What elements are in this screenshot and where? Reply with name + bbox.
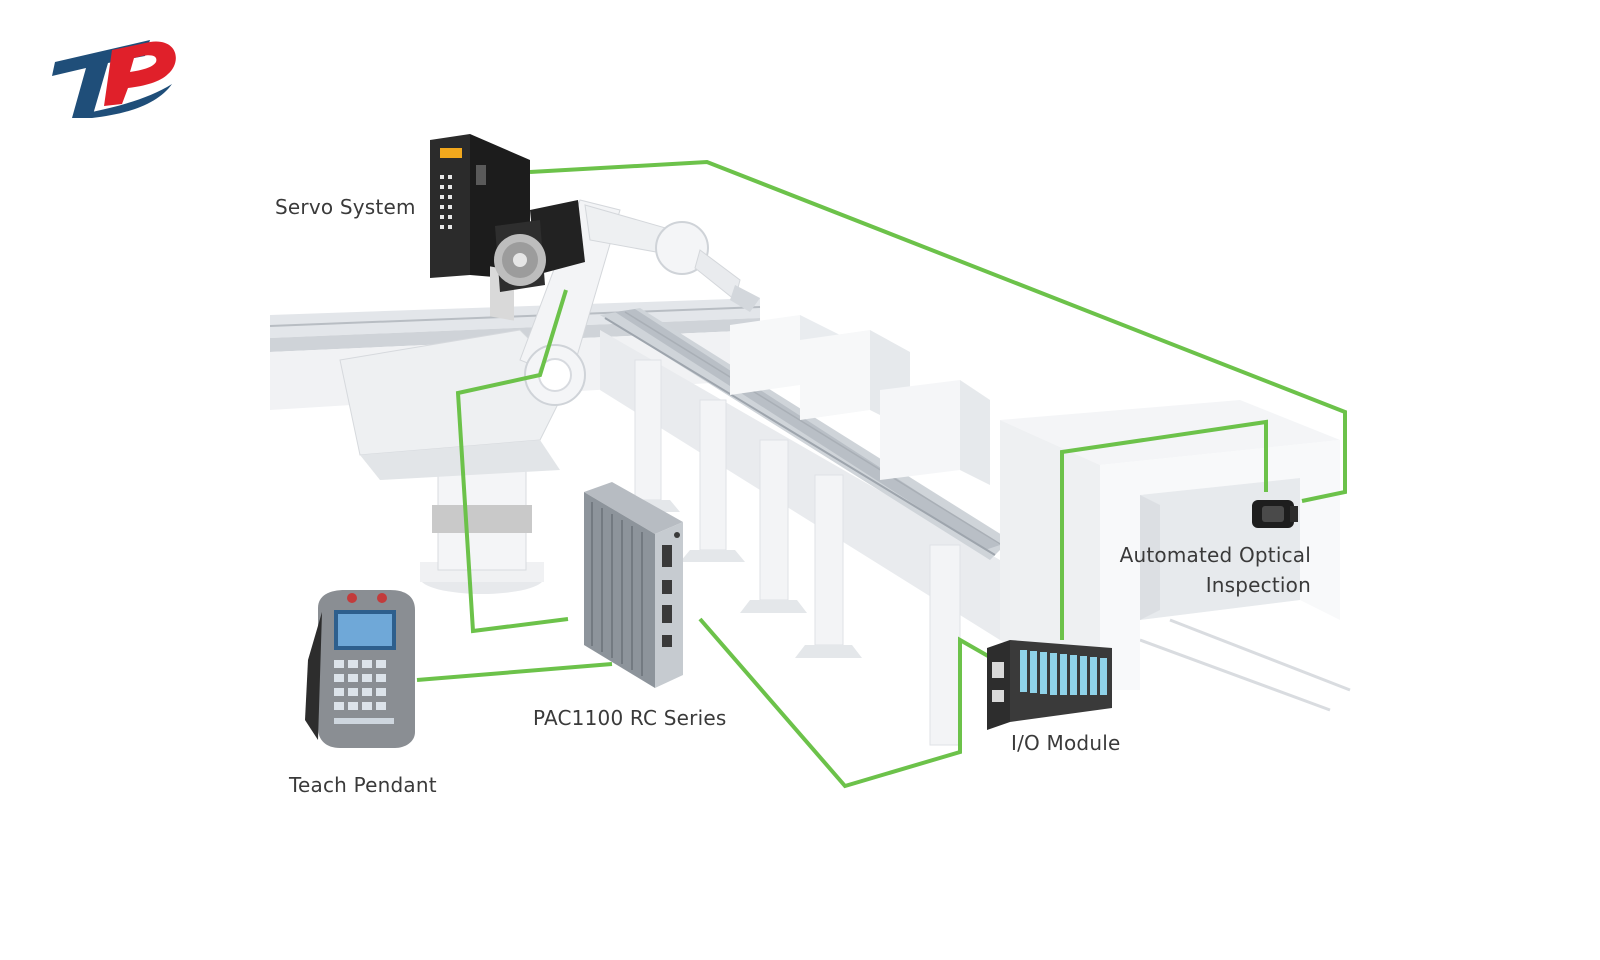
aoi-label: Automated Optical Inspection — [1098, 540, 1311, 600]
link-servo-pac — [455, 289, 569, 634]
logo-icon — [52, 40, 176, 118]
pac-controller-label: PAC1100 RC Series — [533, 706, 727, 730]
link-teach-pac — [416, 662, 613, 682]
io-module-icon — [987, 640, 1112, 730]
link-servo-aoi — [529, 159, 1347, 503]
aoi-label-line2: Inspection — [1205, 573, 1311, 597]
camera-icon — [1252, 500, 1298, 528]
aoi-tunnel — [1000, 400, 1340, 690]
pac-controller-icon — [584, 482, 683, 688]
teach-pendant-icon — [305, 590, 415, 748]
connection-lines — [416, 159, 1347, 789]
conveyor-icon — [600, 308, 1351, 746]
io-module-label: I/O Module — [1011, 731, 1121, 755]
teach-pendant-label: Teach Pendant — [289, 773, 437, 797]
servo-motor-icon — [494, 200, 585, 292]
link-io-aoi — [1060, 419, 1268, 640]
robot-arm-icon — [339, 199, 760, 594]
aoi-label-line1: Automated Optical — [1119, 543, 1311, 567]
link-pac-io — [698, 617, 996, 789]
servo-system-label: Servo System — [275, 195, 416, 219]
